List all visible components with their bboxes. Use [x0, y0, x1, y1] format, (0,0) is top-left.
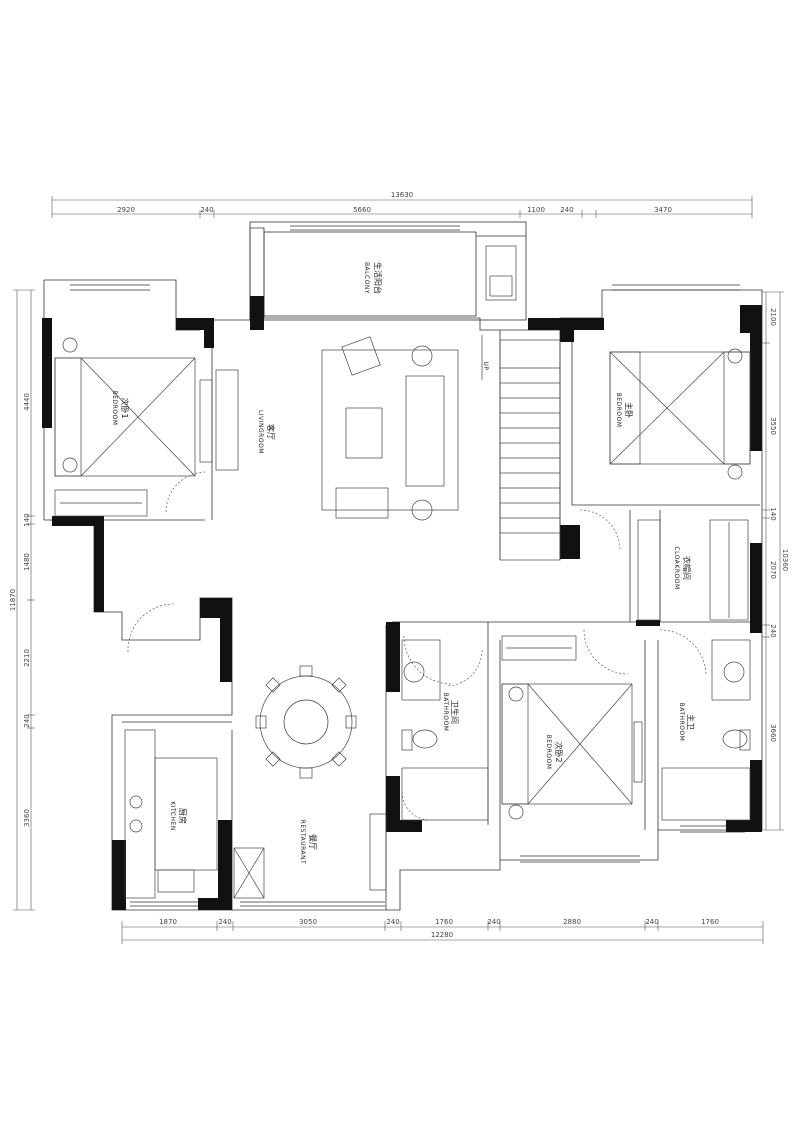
dim-left-5: 3360 [23, 809, 31, 827]
dim-top-2: 5660 [353, 206, 371, 214]
dim-top-total: 13630 [391, 191, 413, 199]
dim-left-3: 2210 [23, 649, 31, 667]
cloak-label-en: CLOAKROOM [673, 546, 680, 589]
kitchen-label-en: KITCHEN [169, 801, 176, 831]
balcony-label: 生活阳台 BALCONY [363, 262, 383, 294]
dim-bottom-5: 240 [487, 918, 500, 926]
bath-public-label: 卫生间 BATHROOM [442, 693, 460, 732]
bedroom1-label-en: BEDROOM [111, 391, 118, 426]
dimension-lines [13, 196, 784, 944]
dim-right-4: 240 [769, 624, 777, 637]
bedroom2-label-zh: 次卧2 [554, 741, 564, 762]
dim-top-5: 3470 [654, 206, 672, 214]
balcony-label-zh: 生活阳台 [373, 262, 383, 294]
cloak-label-zh: 衣帽间 [682, 556, 692, 580]
dim-top-4: 240 [560, 206, 573, 214]
dim-right-total: 10360 [781, 549, 789, 571]
solid-walls [42, 296, 762, 910]
cloak-label: 衣帽间 CLOAKROOM [673, 546, 692, 589]
room-labels: 生活阳台 BALCONY 次卧1 BEDROOM 客厅 LIVINGROOM 主… [111, 262, 696, 864]
dim-bottom-4: 1760 [435, 918, 453, 926]
dim-right-0: 2100 [769, 308, 777, 326]
kitchen-label-zh: 厨房 [178, 808, 188, 824]
dim-bottom-2: 3050 [299, 918, 317, 926]
dim-right-5: 3660 [769, 724, 777, 742]
living-label-zh: 客厅 [266, 424, 276, 440]
bath-master-label-zh: 主卫 [686, 714, 696, 730]
master-label-zh: 主卧 [624, 402, 634, 418]
dim-bottom-8: 1760 [701, 918, 719, 926]
bedroom1-label: 次卧1 BEDROOM [111, 391, 130, 426]
dim-bottom-6: 2880 [563, 918, 581, 926]
dim-right-3: 2070 [769, 561, 777, 579]
dimension-labels: 13630 2920 240 5660 1100 240 3470 1870 2… [9, 191, 789, 939]
master-label: 主卧 BEDROOM [615, 393, 634, 428]
dim-right-1: 3550 [769, 417, 777, 435]
stair-treads [500, 367, 560, 534]
stair-up-label: UP [482, 361, 489, 370]
dim-top-1: 240 [200, 206, 213, 214]
balcony-label-en: BALCONY [363, 262, 370, 294]
dim-top-3: 1100 [527, 206, 545, 214]
dining-label: 餐厅 RESTAURANT [299, 820, 317, 865]
bath-public-label-en: BATHROOM [442, 693, 449, 732]
bath-public-label-zh: 卫生间 [450, 700, 460, 724]
dim-right-2: 140 [769, 507, 777, 520]
bedroom1-label-zh: 次卧1 [120, 397, 130, 418]
dim-bottom-3: 240 [386, 918, 399, 926]
dining-label-en: RESTAURANT [299, 820, 306, 865]
bath-master-label-en: BATHROOM [678, 703, 685, 742]
bedroom2-label-en: BEDROOM [545, 735, 552, 770]
bath-master-label: 主卫 BATHROOM [678, 703, 696, 742]
living-label: 客厅 LIVINGROOM [257, 410, 276, 454]
dim-bottom-7: 240 [645, 918, 658, 926]
master-label-en: BEDROOM [615, 393, 622, 428]
living-label-en: LIVINGROOM [257, 410, 264, 454]
furniture [54, 245, 751, 899]
kitchen-label: 厨房 KITCHEN [169, 801, 188, 831]
dim-left-total: 11870 [9, 589, 17, 611]
dim-bottom-1: 240 [218, 918, 231, 926]
dim-left-1: 140 [23, 513, 31, 526]
dim-left-0: 4440 [23, 393, 31, 411]
dim-bottom-total: 12280 [431, 931, 453, 939]
dining-label-zh: 餐厅 [308, 834, 317, 850]
dim-bottom-0: 1870 [159, 918, 177, 926]
dim-left-4: 240 [23, 714, 31, 727]
door-swings [127, 471, 707, 821]
wall-outlines [43, 221, 763, 911]
dim-left-2: 1480 [23, 553, 31, 571]
bedroom2-label: 次卧2 BEDROOM [545, 735, 564, 770]
dim-top-0: 2920 [117, 206, 135, 214]
